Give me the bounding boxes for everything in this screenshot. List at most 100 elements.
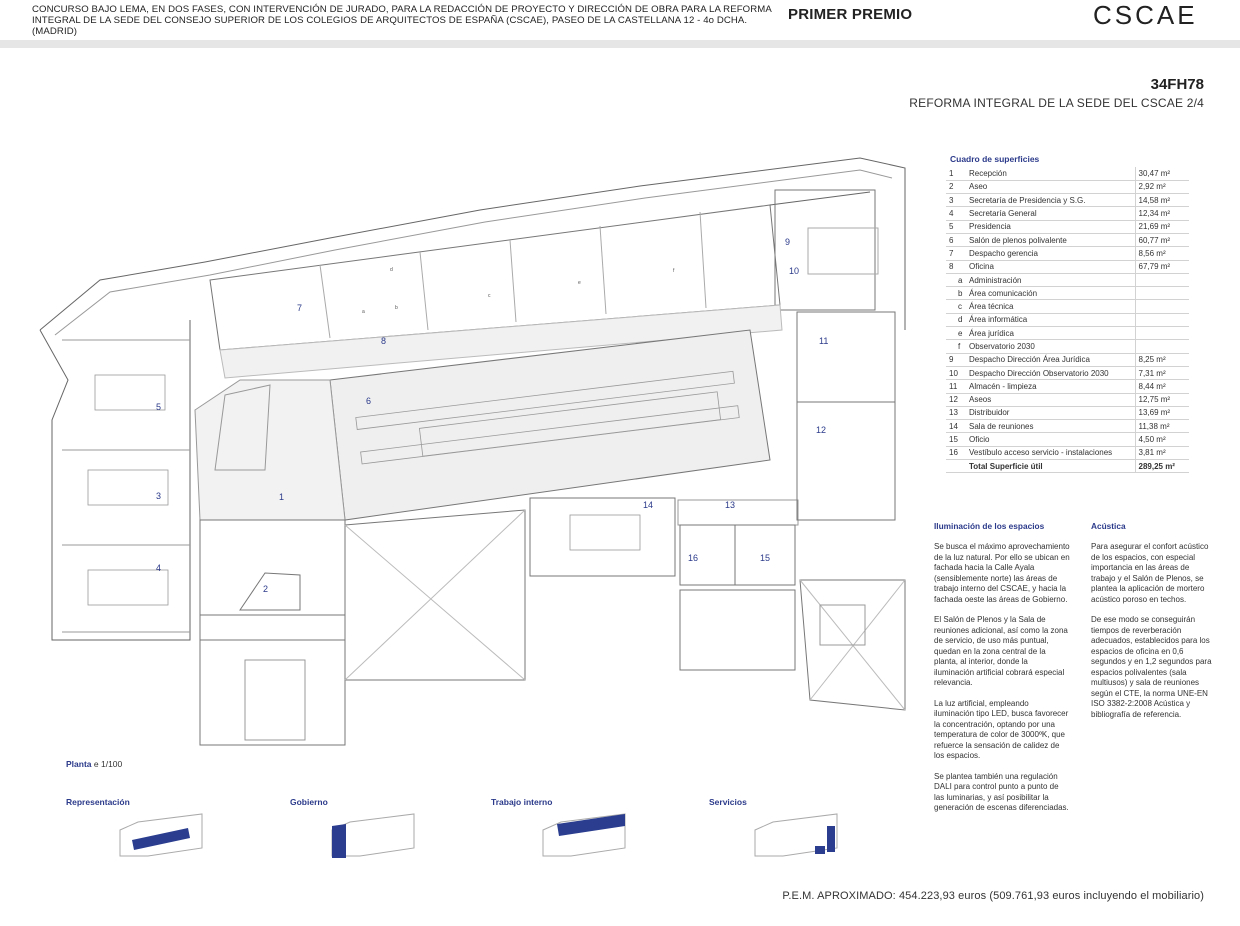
room-label-5: 5 [156,402,161,412]
surface-number: 8 [946,260,966,274]
header-bar [0,40,1240,48]
prize-title: PRIMER PREMIO [788,6,913,23]
surface-name: Secretaría de Presidencia y S.G. [966,193,1135,208]
room-label-4: 4 [156,563,161,573]
room-label-12: 12 [816,425,826,435]
plan-outline-north [39,157,906,331]
plan-caption: Planta e 1/100 [66,759,122,769]
room-label-3: 3 [156,491,161,501]
room-label-16: 16 [688,553,698,563]
corridor [219,304,783,379]
surface-area: 67,79 m² [1134,260,1189,274]
surface-total-label: Total Superficie útil [966,459,1135,474]
surface-name: Aseo [966,180,1135,195]
acoustics-paragraph: Para asegurar el confort acústico de los… [1091,542,1209,604]
surface-area [1134,299,1189,314]
surface-name: Oficina [966,260,1135,274]
room-label-11: 11 [819,336,828,346]
surface-name: Administración [966,273,1135,288]
surface-area: 13,69 m² [1134,406,1189,421]
surface-number: 13 [946,406,966,421]
surface-number: 7 [946,246,966,261]
surface-area: 3,81 m² [1134,446,1189,461]
acoustics-text: Para asegurar el confort acústico de los… [1091,542,1215,730]
surface-area: 30,47 m² [1134,167,1189,181]
room-label-13: 13 [725,500,735,510]
furniture-label-f: f [673,268,675,274]
surface-name: Sala de reuniones [966,419,1135,434]
surface-name: Almacén - limpieza [966,379,1135,394]
key-map-trabajo-interno [542,813,626,857]
surface-name: Despacho gerencia [966,246,1135,261]
surface-name: Presidencia [966,220,1135,234]
surface-number: 2 [946,180,966,195]
surfaces-title: Cuadro de superficies [950,154,1040,164]
key-map-servicios [754,813,838,857]
lighting-text: Se busca el máximo aprovechamiento de la… [934,542,1070,824]
surface-number: 3 [946,193,966,208]
surface-area [1134,286,1189,301]
furniture-label-e: e [578,280,581,286]
surface-area: 4,50 m² [1134,432,1189,447]
reception-area [194,379,346,521]
surface-name: Salón de plenos polivalente [966,233,1135,248]
surface-name: Secretaría General [966,206,1135,221]
room-label-6: 6 [366,396,371,406]
surface-number: 9 [946,353,966,367]
competition-text: CONCURSO BAJO LEMA, EN DOS FASES, CON IN… [32,4,772,37]
surface-name: Oficio [966,432,1135,447]
room-label-14: 14 [643,500,653,510]
furniture-label-a: a [362,309,365,315]
surface-name: Vestíbulo acceso servicio - instalacione… [966,446,1135,461]
surface-number: c [946,299,966,314]
acoustics-title: Acústica [1091,521,1126,531]
surface-number: e [946,326,966,341]
plan-outline-north-inner [54,169,893,336]
surface-name: Aseos [966,393,1135,407]
surface-number: 14 [946,419,966,434]
surface-area [1134,273,1189,288]
furniture-label-c: c [488,293,491,299]
room-label-15: 15 [760,553,770,563]
surface-area: 8,44 m² [1134,379,1189,394]
surface-area: 8,25 m² [1134,353,1189,367]
surface-name: Recepción [966,167,1135,181]
surface-number: 4 [946,206,966,221]
lighting-title: Iluminación de los espacios [934,521,1045,531]
surface-number: a [946,273,966,288]
plan-caption-title: Planta [66,759,92,769]
surface-area: 2,92 m² [1134,180,1189,195]
surface-total-area: 289,25 m² [1134,459,1189,474]
surface-area: 11,38 m² [1134,419,1189,434]
surface-number: 5 [946,220,966,234]
surface-number: b [946,286,966,301]
surface-area: 8,56 m² [1134,246,1189,261]
surface-area [1134,339,1189,354]
surface-area: 12,75 m² [1134,393,1189,407]
lighting-paragraph: El Salón de Plenos y la Sala de reunione… [934,615,1068,687]
surface-number: 16 [946,446,966,461]
furniture-label-b: b [395,305,398,311]
surface-number: 11 [946,379,966,394]
surface-name: Área comunicación [966,286,1135,301]
floor-plan: a b c d e f 1 2 3 4 5 6 7 8 9 10 11 12 1… [39,157,906,746]
lighting-paragraph: Se busca el máximo aprovechamiento de la… [934,542,1070,604]
key-label-servicios: Servicios [709,797,747,807]
project-subtitle: REFORMA INTEGRAL DE LA SEDE DEL CSCAE 2/… [909,96,1204,110]
project-code: 34FH78 [1150,76,1204,93]
